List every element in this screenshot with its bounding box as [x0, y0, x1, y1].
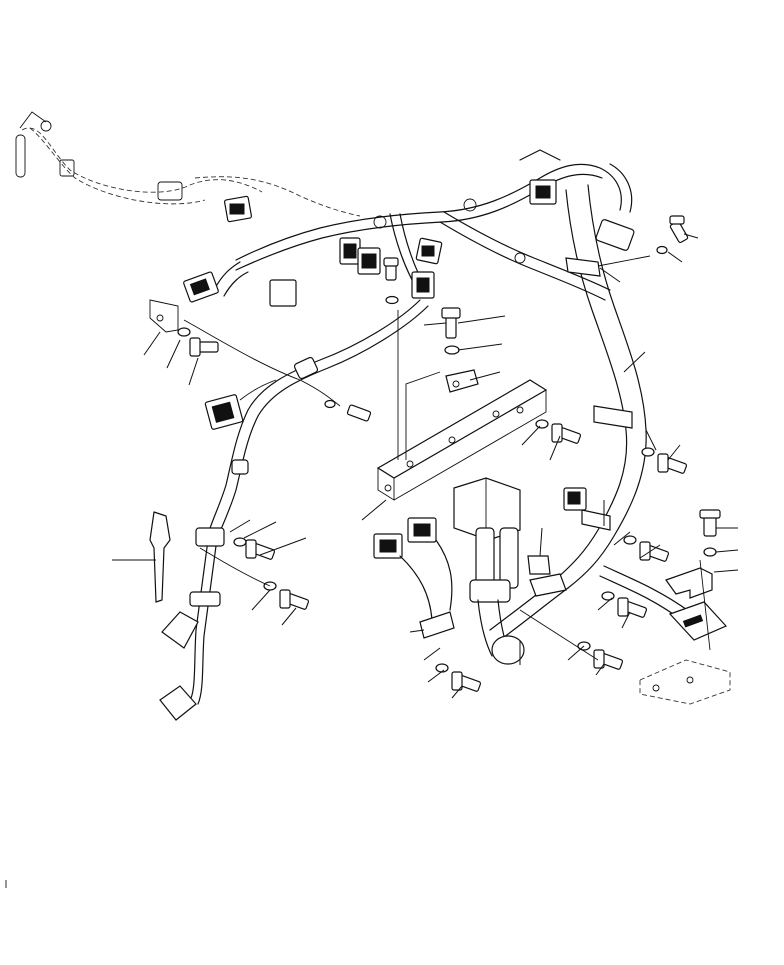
bolt	[593, 649, 624, 670]
right-trunk-harness	[489, 184, 728, 641]
bolt	[617, 597, 648, 618]
washer	[535, 419, 549, 429]
bolt	[639, 541, 670, 562]
fasteners	[177, 215, 721, 692]
bolt	[551, 423, 582, 444]
washer	[233, 537, 247, 547]
callout-leaders	[112, 233, 739, 699]
bolt	[383, 257, 399, 281]
washer	[385, 295, 399, 305]
washer	[641, 447, 655, 457]
washer	[623, 535, 637, 545]
top-connectors	[183, 179, 635, 307]
washer	[435, 663, 449, 673]
bolt	[451, 671, 482, 692]
washer	[601, 591, 615, 601]
bolt	[669, 215, 689, 244]
left-branch-harness	[159, 299, 429, 721]
bolt	[279, 589, 310, 610]
bolt	[189, 337, 219, 357]
washer	[444, 345, 460, 355]
washer	[656, 245, 668, 255]
left-mounting-bracket	[149, 299, 179, 603]
washer	[324, 399, 336, 409]
clamp	[445, 369, 479, 393]
bolt	[657, 453, 688, 474]
bolt	[441, 307, 461, 339]
bolt	[346, 404, 372, 422]
center-flat-bracket	[376, 379, 548, 501]
washer	[703, 547, 717, 557]
phantom-harness-run	[15, 111, 361, 217]
bolt	[699, 509, 721, 537]
washer	[177, 327, 191, 337]
right-mounting-bracket	[639, 567, 731, 705]
center-relay-assembly	[373, 477, 567, 665]
alignment-lines	[183, 255, 711, 661]
bolt	[245, 539, 276, 560]
